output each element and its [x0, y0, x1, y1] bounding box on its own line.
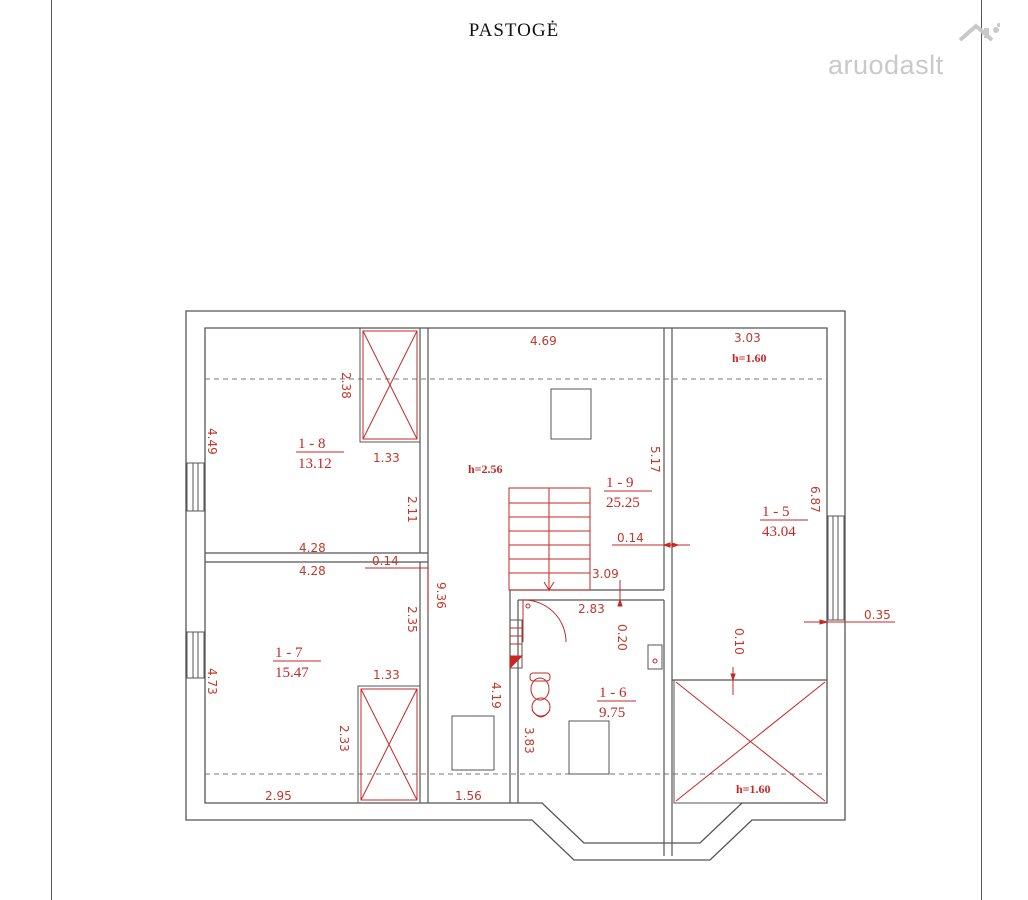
dim-0-35: 0.35 [864, 608, 891, 622]
outer-walls [185, 310, 846, 861]
height-label-shaft: h=1.60 [736, 782, 771, 796]
room-id: 1 - 9 [606, 475, 634, 491]
dim-1-33-top: 1.33 [373, 451, 400, 465]
shafts [357, 327, 828, 804]
dim-2-11: 2.11 [405, 496, 419, 523]
watermark-tld: lt [929, 50, 944, 80]
watermark-brand: aruodas [828, 50, 930, 80]
dim-3-09: 3.09 [592, 567, 619, 581]
height-label-attic-right: h=1.60 [732, 351, 767, 365]
dimension-labels: 4.69 3.03 2.38 4.49 1.33 5.17 2.11 6.87 … [205, 331, 891, 803]
room-area: 13.12 [298, 456, 332, 472]
room-id: 1 - 7 [275, 645, 303, 661]
skylights [451, 388, 610, 775]
dim-4-28-lower: 4.28 [299, 564, 326, 578]
dim-4-19: 4.19 [489, 682, 503, 709]
dim-0-20: 0.20 [615, 624, 629, 651]
dim-9-36: 9.36 [434, 582, 448, 609]
staircase [508, 487, 591, 670]
dimension-lines [365, 542, 895, 695]
dim-0-14-left: 0.14 [372, 554, 399, 568]
dim-2-35: 2.35 [405, 606, 419, 633]
room-id: 1 - 8 [298, 436, 326, 452]
watermark: aruodaslt [828, 50, 944, 81]
dim-3-83: 3.83 [522, 727, 536, 754]
dim-2-95: 2.95 [265, 789, 292, 803]
dim-0-10: 0.10 [732, 628, 746, 655]
dim-4-73: 4.73 [205, 668, 219, 695]
windows [186, 462, 845, 679]
interior-walls [205, 328, 827, 856]
room-area: 25.25 [606, 495, 640, 511]
sheet-border-left [51, 0, 52, 900]
room-area: 43.04 [762, 524, 796, 540]
dim-6-87: 6.87 [808, 486, 822, 513]
height-label-hall: h=2.56 [468, 462, 503, 476]
room-id: 1 - 6 [599, 685, 627, 701]
dim-5-17: 5.17 [648, 446, 662, 473]
ceiling-heights: h=1.60 h=2.56 h=1.60 [468, 351, 771, 796]
dim-2-83: 2.83 [578, 602, 605, 616]
dim-4-49: 4.49 [205, 428, 219, 455]
dim-3-03: 3.03 [734, 331, 761, 345]
dim-4-28-upper: 4.28 [299, 541, 326, 555]
watermark-house-icon [958, 23, 1000, 42]
dim-4-69: 4.69 [530, 334, 557, 348]
room-area: 9.75 [599, 705, 625, 721]
plan-title: PASTOGĖ [468, 20, 560, 41]
sheet-border-right [981, 0, 982, 900]
dim-1-56: 1.56 [455, 789, 482, 803]
dim-0-14-right: 0.14 [617, 531, 644, 545]
room-area: 15.47 [275, 665, 309, 681]
dim-2-38: 2.38 [339, 372, 353, 399]
dim-2-33: 2.33 [337, 725, 351, 752]
dim-1-33-bottom: 1.33 [373, 668, 400, 682]
room-labels: 1 - 8 13.12 1 - 7 15.47 1 - 9 25.25 1 - … [273, 436, 808, 721]
room-id: 1 - 5 [762, 504, 790, 520]
roof-slope-lines [205, 378, 827, 775]
bathroom-fixtures [522, 599, 663, 718]
